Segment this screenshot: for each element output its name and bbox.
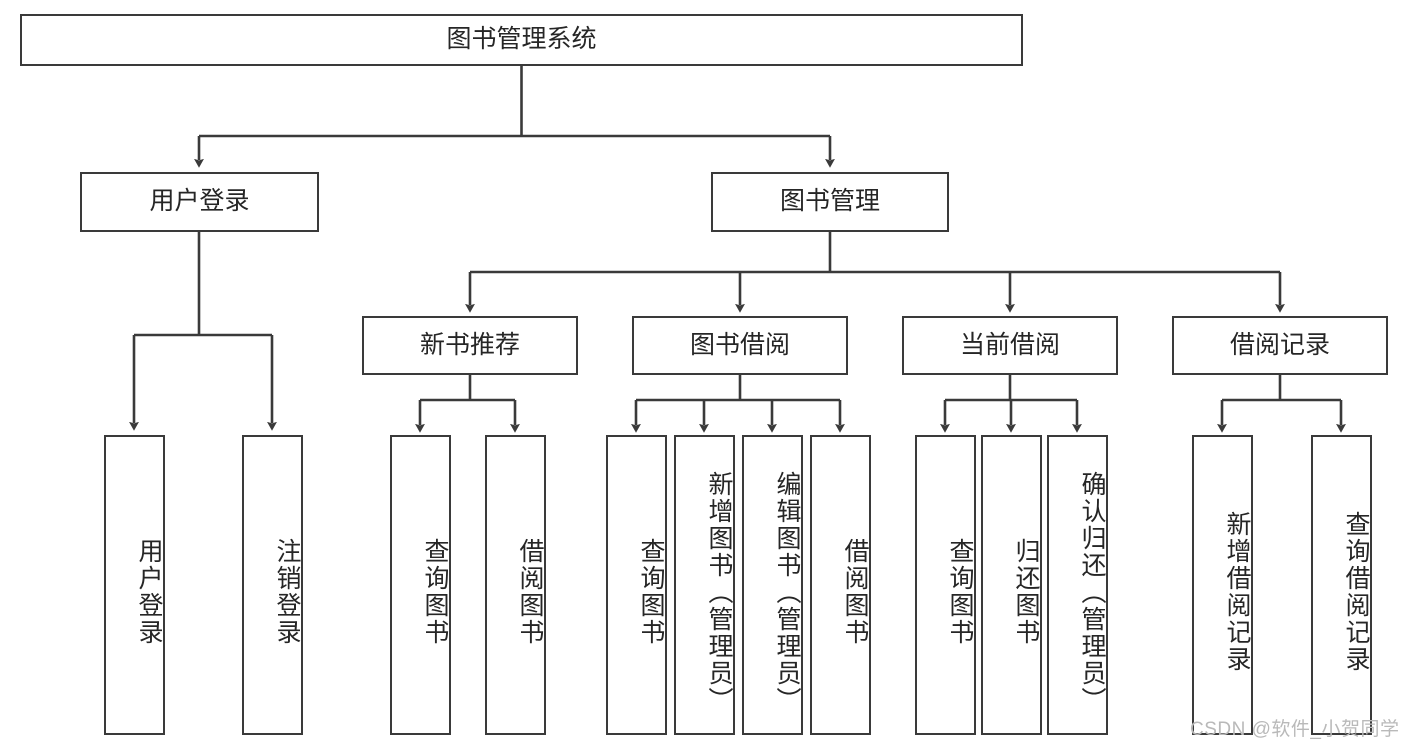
node-leaf-borrow-book-1[interactable]: 借阅图书 [485, 435, 546, 735]
node-leaf-user-login-label: 用户登录 [135, 538, 163, 646]
node-leaf-logout-login-label: 注销登录 [273, 538, 301, 646]
node-leaf-borrow-book-1-label: 借阅图书 [516, 538, 544, 646]
csdn-watermark: CSDN @软件_小贺同学 [1190, 719, 1400, 740]
node-leaf-return-book-label: 归还图书 [1012, 538, 1040, 646]
node-root[interactable]: 图书管理系统 [20, 14, 1023, 66]
node-leaf-query-book-2[interactable]: 查询图书 [606, 435, 667, 735]
node-leaf-edit-book-label: 编辑图书（管理员） [773, 470, 801, 714]
node-leaf-borrow-book-2[interactable]: 借阅图书 [810, 435, 871, 735]
node-borrow-record-label: 借阅记录 [1229, 330, 1330, 359]
node-leaf-confirm-return-label: 确认归还（管理员） [1078, 470, 1106, 714]
node-leaf-query-book-2-label: 查询图书 [637, 538, 665, 646]
node-new-book-recommend-label: 新书推荐 [419, 330, 520, 359]
node-leaf-add-book-label: 新增图书（管理员） [705, 470, 733, 714]
node-new-book-recommend[interactable]: 新书推荐 [362, 316, 578, 375]
node-leaf-query-borrow-record[interactable]: 查询借阅记录 [1311, 435, 1372, 735]
node-borrow-record[interactable]: 借阅记录 [1172, 316, 1388, 375]
node-leaf-query-book-1[interactable]: 查询图书 [390, 435, 451, 735]
node-leaf-return-book[interactable]: 归还图书 [981, 435, 1042, 735]
node-book-management[interactable]: 图书管理 [711, 172, 949, 232]
node-leaf-borrow-book-2-label: 借阅图书 [841, 538, 869, 646]
node-book-borrow[interactable]: 图书借阅 [632, 316, 848, 375]
node-current-borrow-label: 当前借阅 [959, 330, 1060, 359]
node-leaf-confirm-return[interactable]: 确认归还（管理员） [1047, 435, 1108, 735]
node-current-borrow[interactable]: 当前借阅 [902, 316, 1118, 375]
node-leaf-add-book[interactable]: 新增图书（管理员） [674, 435, 735, 735]
node-leaf-query-book-3[interactable]: 查询图书 [915, 435, 976, 735]
node-leaf-query-book-1-label: 查询图书 [421, 538, 449, 646]
node-leaf-logout-login[interactable]: 注销登录 [242, 435, 303, 735]
node-book-management-label: 图书管理 [779, 187, 880, 216]
node-user-login[interactable]: 用户登录 [80, 172, 319, 232]
node-leaf-query-book-3-label: 查询图书 [946, 538, 974, 646]
node-user-login-label: 用户登录 [149, 187, 250, 216]
node-leaf-query-borrow-record-label: 查询借阅记录 [1342, 511, 1370, 673]
node-leaf-edit-book[interactable]: 编辑图书（管理员） [742, 435, 803, 735]
node-book-borrow-label: 图书借阅 [689, 330, 790, 359]
node-root-label: 图书管理系统 [446, 25, 597, 54]
node-leaf-add-borrow-record[interactable]: 新增借阅记录 [1192, 435, 1253, 735]
node-leaf-add-borrow-record-label: 新增借阅记录 [1223, 511, 1251, 673]
node-leaf-user-login[interactable]: 用户登录 [104, 435, 165, 735]
